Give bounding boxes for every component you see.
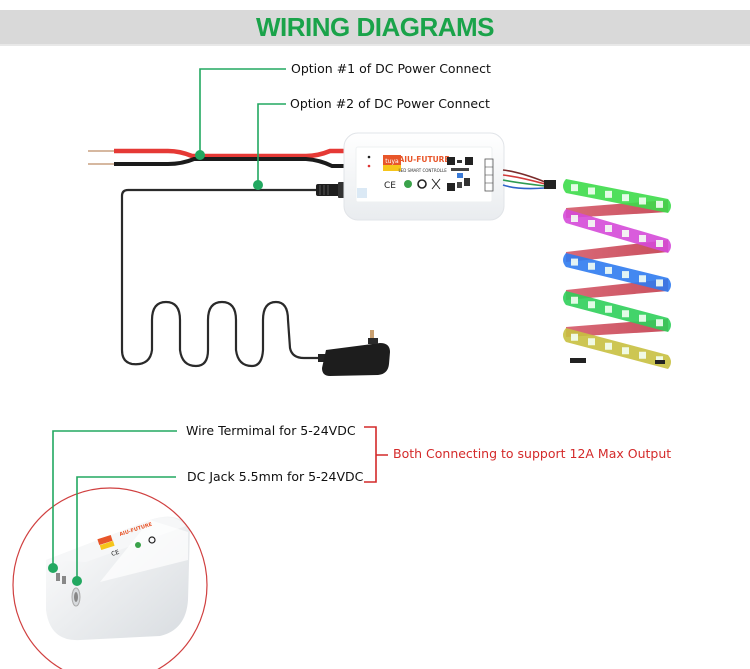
closeup-ce-mark-icon: CE [110, 549, 120, 558]
led-chip [571, 296, 578, 304]
bracket-icon [364, 426, 388, 483]
callout-dot-option1 [195, 150, 205, 160]
callout-line-option2 [257, 103, 286, 184]
closeup-wire-terminal [56, 573, 60, 581]
callout-line-option1 [199, 68, 286, 154]
callout-line-wire-terminal [52, 430, 177, 568]
led-chip [571, 258, 578, 266]
callout-dot-dc-jack [72, 576, 82, 586]
led-chip [656, 200, 663, 208]
led-strip-end-connector [655, 360, 665, 364]
terminal-wires [88, 148, 346, 168]
led-chip [571, 184, 578, 192]
led-chip [588, 262, 595, 270]
adapter-cord [120, 188, 320, 368]
led-chip [571, 215, 578, 222]
closeup-circle-outline [12, 487, 208, 669]
closeup-circle: AIU-FUTURE CE [12, 487, 208, 669]
led-chip [622, 310, 629, 318]
adapter-prong [370, 330, 374, 344]
callout-dot-wire-terminal [48, 563, 58, 573]
led-chip [588, 338, 595, 346]
led-strip-end-connector [570, 358, 586, 363]
led-chip [588, 301, 595, 309]
label-both-connecting: Both Connecting to support 12A Max Outpu… [393, 446, 672, 461]
led-chip [656, 319, 663, 327]
led-chip [605, 305, 612, 313]
header-band [0, 10, 750, 46]
label-option1: Option #1 of DC Power Connect [291, 61, 491, 76]
label-wire-terminal: Wire Termimal for 5-24VDC [186, 423, 356, 438]
rohs-icon [404, 180, 412, 188]
led-chip [656, 279, 663, 287]
tuya-logo [383, 155, 401, 165]
recycle-icon [417, 179, 427, 189]
controller-box: tuya AIU-FUTURE LED SMART CONTROLLER CE [343, 132, 505, 221]
controller-subtitle: LED SMART CONTROLLER [398, 168, 449, 173]
led-chip [622, 230, 629, 237]
led-chip [605, 342, 612, 350]
callout-dot-option2 [253, 180, 263, 190]
adapter-cable [120, 182, 346, 368]
power-adapter [318, 330, 390, 376]
callout-lines-top [195, 68, 286, 190]
led-chip [605, 266, 612, 274]
led-chip [656, 356, 663, 364]
weee-bin-icon [431, 178, 441, 190]
led-chip [656, 240, 663, 247]
controller-brand: AIU-FUTURE [398, 155, 449, 164]
led-chip [639, 235, 646, 242]
led-strip [563, 179, 671, 369]
led-chip [639, 275, 646, 283]
led-chip [639, 197, 646, 205]
output-wires [502, 169, 556, 190]
led-chip [639, 351, 646, 359]
closeup-rohs-icon [135, 542, 141, 548]
tuya-logo-text: tuya [385, 158, 399, 165]
led-chip [588, 220, 595, 227]
led-chip [622, 194, 629, 202]
closeup-recycle-icon [148, 536, 156, 544]
led-chip [588, 187, 595, 195]
label-dc-jack: DC Jack 5.5mm for 5-24VDC [187, 469, 364, 484]
ce-mark-icon: CE [384, 181, 396, 191]
page-title: WIRING DIAGRAMS [255, 12, 495, 42]
led-chip [639, 314, 646, 322]
led-chip [622, 347, 629, 355]
red-wire [114, 148, 346, 159]
led-chip [571, 333, 578, 341]
adapter-body [322, 343, 390, 376]
label-option2: Option #2 of DC Power Connect [290, 96, 490, 111]
callout-line-dc-jack [76, 476, 176, 581]
callout-lines-bottom [48, 430, 177, 586]
led-chip [605, 190, 612, 198]
black-wire [114, 157, 346, 168]
led-chip [622, 271, 629, 279]
led-chip [605, 225, 612, 232]
qr-code-icon [447, 157, 473, 191]
